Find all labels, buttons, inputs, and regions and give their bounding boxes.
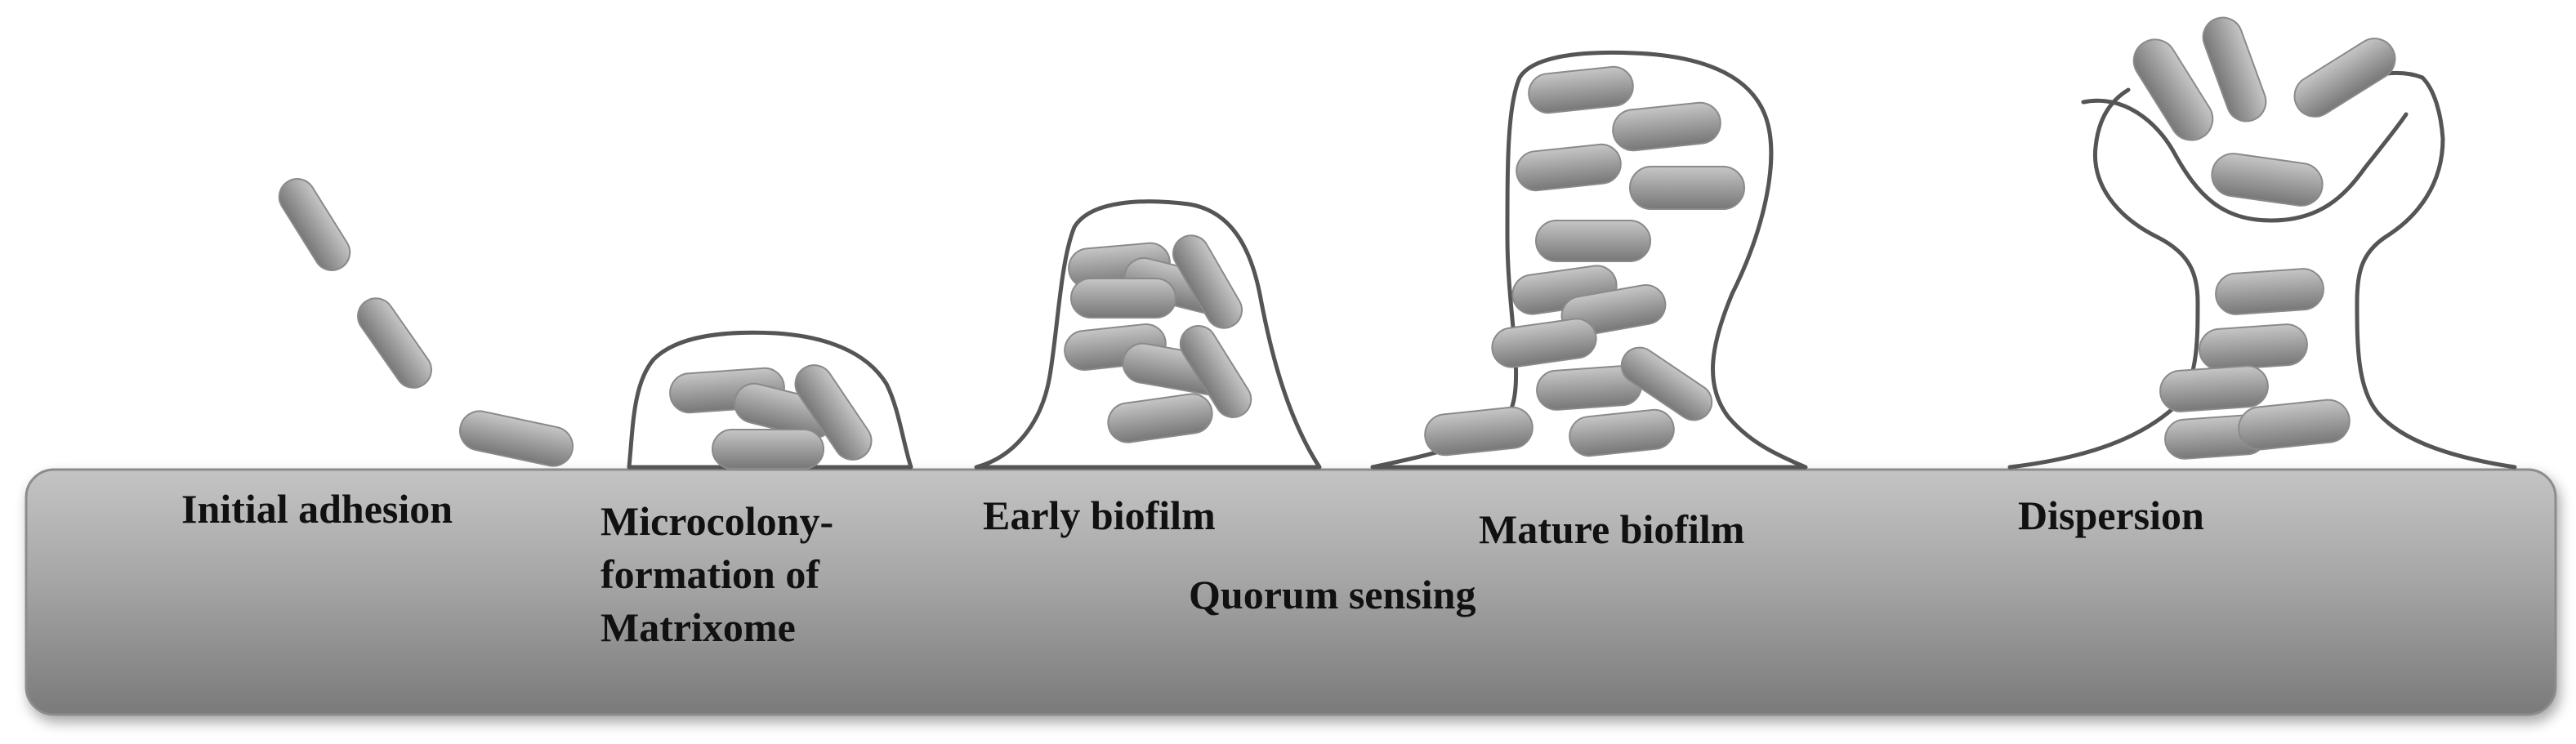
cell	[1107, 393, 1213, 443]
dispersion-matrix-outline	[2355, 70, 2517, 470]
cell	[2199, 323, 2308, 371]
label-initial-adhesion: Initial adhesion	[181, 486, 453, 532]
label-quorum-sensing: Quorum sensing	[1189, 572, 1476, 617]
cell	[1070, 278, 1176, 319]
cell	[1179, 325, 1252, 418]
cell	[2202, 16, 2267, 123]
label-line: Matrixome	[600, 604, 796, 650]
cell	[1535, 220, 1651, 262]
label-line: formation of	[600, 551, 820, 597]
dispersion-matrix-outline	[2007, 87, 2200, 470]
stage-dispersion	[2007, 16, 2517, 470]
cell	[2159, 365, 2269, 412]
cell	[2211, 153, 2324, 207]
label-early-biofilm: Early biofilm	[983, 492, 1216, 538]
cell	[278, 178, 351, 271]
cell	[1491, 318, 1597, 368]
cell	[2215, 268, 2324, 315]
cell	[1528, 65, 1634, 114]
stage-mature-biofilm	[1370, 50, 1808, 470]
cell	[1424, 406, 1534, 457]
cell	[1620, 346, 1713, 421]
cell	[1172, 234, 1243, 329]
cell	[2293, 38, 2396, 118]
cell	[2132, 38, 2214, 141]
cell	[459, 410, 574, 467]
stage-initial-adhesion-cells	[278, 178, 574, 467]
cell	[1516, 143, 1622, 192]
label-microcolony: Microcolony- formation of Matrixome	[600, 498, 844, 650]
dispersion-inner-outline	[2081, 98, 2409, 223]
label-dispersion: Dispersion	[2018, 492, 2204, 538]
cell	[1612, 101, 1721, 152]
label-mature-biofilm: Mature biofilm	[1479, 506, 1744, 552]
label-line: Microcolony-	[600, 498, 833, 544]
label-line: Mature biofilm	[1479, 506, 1744, 552]
label-line: Initial adhesion	[181, 486, 453, 532]
label-line: Early biofilm	[983, 492, 1216, 538]
cell	[712, 429, 824, 470]
cell	[1629, 166, 1745, 210]
stage-microcolony	[627, 330, 913, 470]
cell	[2238, 399, 2351, 451]
cell	[794, 364, 873, 461]
substrate-surface	[25, 468, 2557, 716]
stage-early-biofilm	[974, 199, 1322, 470]
label-line: Dispersion	[2018, 492, 2204, 538]
cell	[357, 297, 432, 389]
cell	[1569, 408, 1675, 457]
